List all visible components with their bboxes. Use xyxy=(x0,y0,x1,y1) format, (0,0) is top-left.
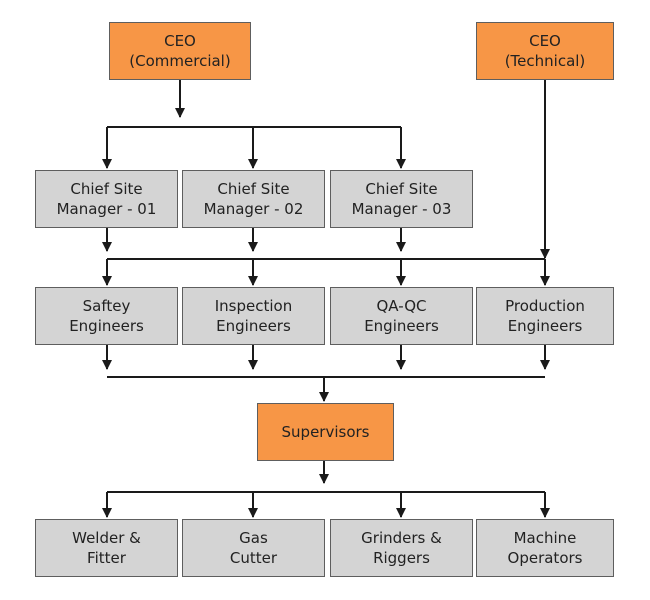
site-manager-03-line2: Manager - 03 xyxy=(351,200,452,218)
grinders-riggers-line2: Riggers xyxy=(373,549,430,567)
site-manager-03-box: Chief Site Manager - 03 xyxy=(330,170,473,228)
qaqc-engineers-line1: QA-QC xyxy=(376,297,427,315)
site-manager-01-line1: Chief Site xyxy=(70,180,143,198)
welder-fitter-line2: Fitter xyxy=(87,549,126,567)
ceo-technical-subtitle: (Technical) xyxy=(504,52,586,70)
site-manager-02-box: Chief Site Manager - 02 xyxy=(182,170,325,228)
site-manager-01-box: Chief Site Manager - 01 xyxy=(35,170,178,228)
safety-engineers-line2: Engineers xyxy=(69,317,144,335)
ceo-technical-title: CEO xyxy=(529,32,561,50)
inspection-engineers-line1: Inspection xyxy=(214,297,293,315)
site-manager-01-line2: Manager - 01 xyxy=(56,200,157,218)
qaqc-engineers-box: QA-QC Engineers xyxy=(330,287,473,345)
machine-operators-line2: Operators xyxy=(507,549,583,567)
safety-engineers-box: Saftey Engineers xyxy=(35,287,178,345)
production-engineers-line1: Production xyxy=(505,297,585,315)
site-manager-03-line1: Chief Site xyxy=(365,180,438,198)
machine-operators-box: Machine Operators xyxy=(476,519,614,577)
supervisors-label: Supervisors xyxy=(281,423,370,441)
gas-cutter-line2: Cutter xyxy=(229,549,278,567)
ceo-commercial-subtitle: (Commercial) xyxy=(129,52,231,70)
welder-fitter-box: Welder & Fitter xyxy=(35,519,178,577)
grinders-riggers-box: Grinders & Riggers xyxy=(330,519,473,577)
inspection-engineers-box: Inspection Engineers xyxy=(182,287,325,345)
inspection-engineers-line2: Engineers xyxy=(216,317,291,335)
welder-fitter-line1: Welder & xyxy=(72,529,141,547)
site-manager-02-line1: Chief Site xyxy=(217,180,290,198)
gas-cutter-box: Gas Cutter xyxy=(182,519,325,577)
machine-operators-line1: Machine xyxy=(513,529,577,547)
grinders-riggers-line1: Grinders & xyxy=(361,529,442,547)
safety-engineers-line1: Saftey xyxy=(82,297,131,315)
supervisors-box: Supervisors xyxy=(257,403,394,461)
site-manager-02-line2: Manager - 02 xyxy=(203,200,304,218)
production-engineers-box: Production Engineers xyxy=(476,287,614,345)
production-engineers-line2: Engineers xyxy=(507,317,583,335)
qaqc-engineers-line2: Engineers xyxy=(364,317,439,335)
ceo-technical-box: CEO (Technical) xyxy=(476,22,614,80)
gas-cutter-line1: Gas xyxy=(239,529,268,547)
ceo-commercial-title: CEO xyxy=(164,32,196,50)
ceo-commercial-box: CEO (Commercial) xyxy=(109,22,251,80)
